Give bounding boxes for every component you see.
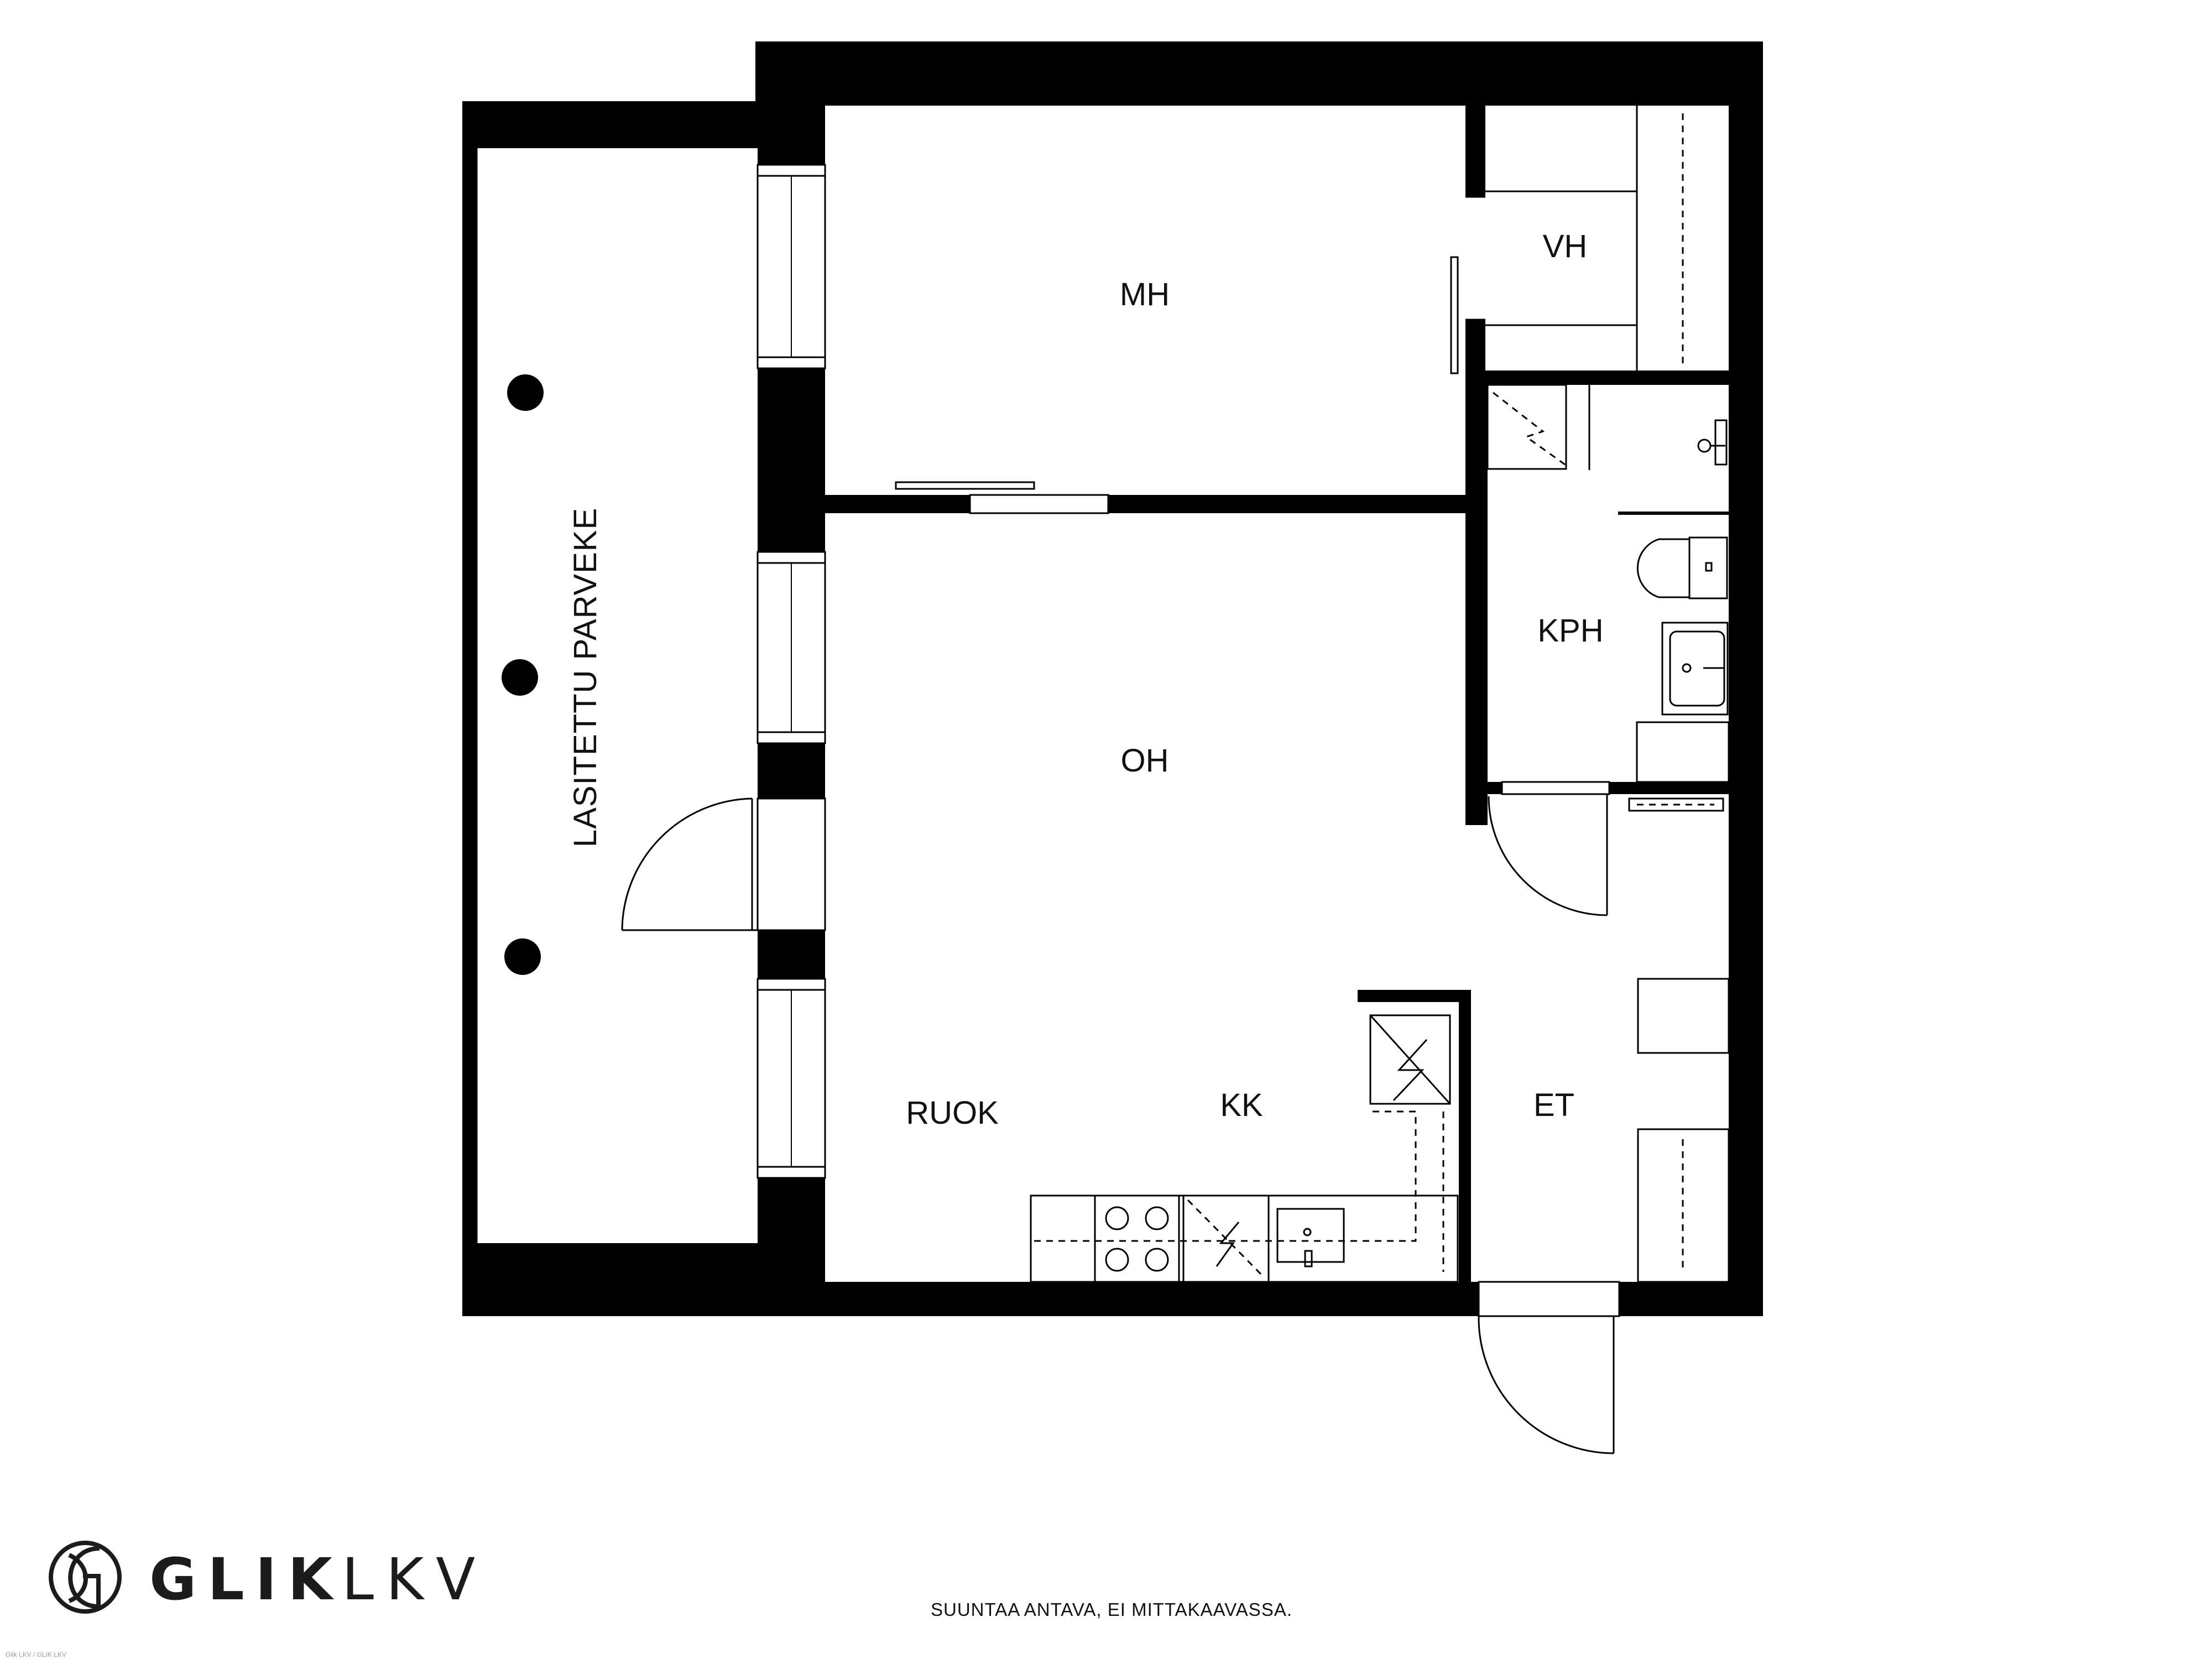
wall-kitchen-top [1358,990,1471,1002]
shower-tap-icon [1697,439,1712,453]
bathroom-cabinet [1636,721,1730,783]
wall-left-2 [758,368,825,552]
vh-shelving [1485,106,1684,371]
wall-bottom-right [1619,1282,1763,1316]
brand-name-bold: GLIK [149,1546,343,1613]
wall-left-5 [758,1178,825,1316]
room-label-ruok: RUOK [906,1095,999,1131]
bathroom-fixtures [1486,384,1730,783]
balcony-door-opening [757,797,826,931]
wall-kph-bottom-right [1609,782,1729,794]
wall-left-1 [758,101,825,165]
room-label-oh: OH [1121,743,1169,779]
balcony-column [504,938,541,975]
wall-kph-left [1465,371,1488,825]
room-label-kph: KPH [1537,613,1603,649]
fridge-unit [1369,1014,1451,1105]
wall-top [755,41,1763,106]
kitchen-sink-icon [1276,1208,1345,1267]
scale-disclaimer: SUUNTAA ANTAVA, EI MITTAKAAVASSA. [931,1599,1292,1620]
balcony-door[interactable] [621,797,758,931]
wardrobes [1637,978,1730,1283]
wall-right [1729,41,1763,1316]
room-labels: MH VH KPH OH RUOK KK ET LASITETTU PARVEK… [567,228,1604,1131]
wall-left-3 [758,743,825,799]
entrance-door[interactable] [1478,1281,1620,1454]
et-shelf [1628,797,1724,812]
wall-balcony-left [462,101,477,1316]
balcony-glazing [465,148,478,1243]
wardrobe-lower [1637,1128,1730,1283]
wall-balcony-bottom [462,1243,761,1316]
wall-balcony-top [462,101,761,148]
sink-icon [1661,622,1729,716]
wall-kph-bottom-left [1488,782,1502,794]
wall-vh-kph [1465,371,1729,385]
room-label-vh: VH [1543,228,1588,264]
wall-left-4 [758,930,825,979]
stove-icon [1094,1194,1180,1283]
room-label-kk: KK [1220,1087,1263,1123]
toilet-icon [1636,536,1728,599]
wardrobe-upper [1637,978,1730,1054]
wall-mh-vh-top [1465,106,1485,197]
balcony-column [502,659,538,696]
kitchen-fixtures [1030,1014,1459,1283]
dishwasher [1182,1194,1270,1283]
wall-mh-oh-right [1108,495,1470,513]
walls [462,41,1763,1316]
glik-logo-icon [49,1541,122,1614]
room-label-et: ET [1533,1087,1574,1123]
windows [757,164,826,1179]
room-label-balcony: LASITETTU PARVEKE [567,508,603,847]
brand-logo: GLIK LKV [49,1541,487,1614]
room-label-mh: MH [1120,276,1170,312]
doors [621,196,1620,1454]
vh-sliding-door[interactable] [1450,196,1485,374]
brand-name-light: LKV [342,1546,487,1613]
fine-print: Glik LKV / GLIK LKV [6,1651,66,1658]
balcony-column [507,374,544,411]
balcony-columns [502,374,544,975]
wall-kitchen-right [1459,990,1471,1288]
shower-area [1486,384,1567,470]
wall-mh-oh-left [825,495,970,513]
mh-sliding-door[interactable] [895,481,1109,514]
kph-door[interactable] [1488,781,1610,916]
